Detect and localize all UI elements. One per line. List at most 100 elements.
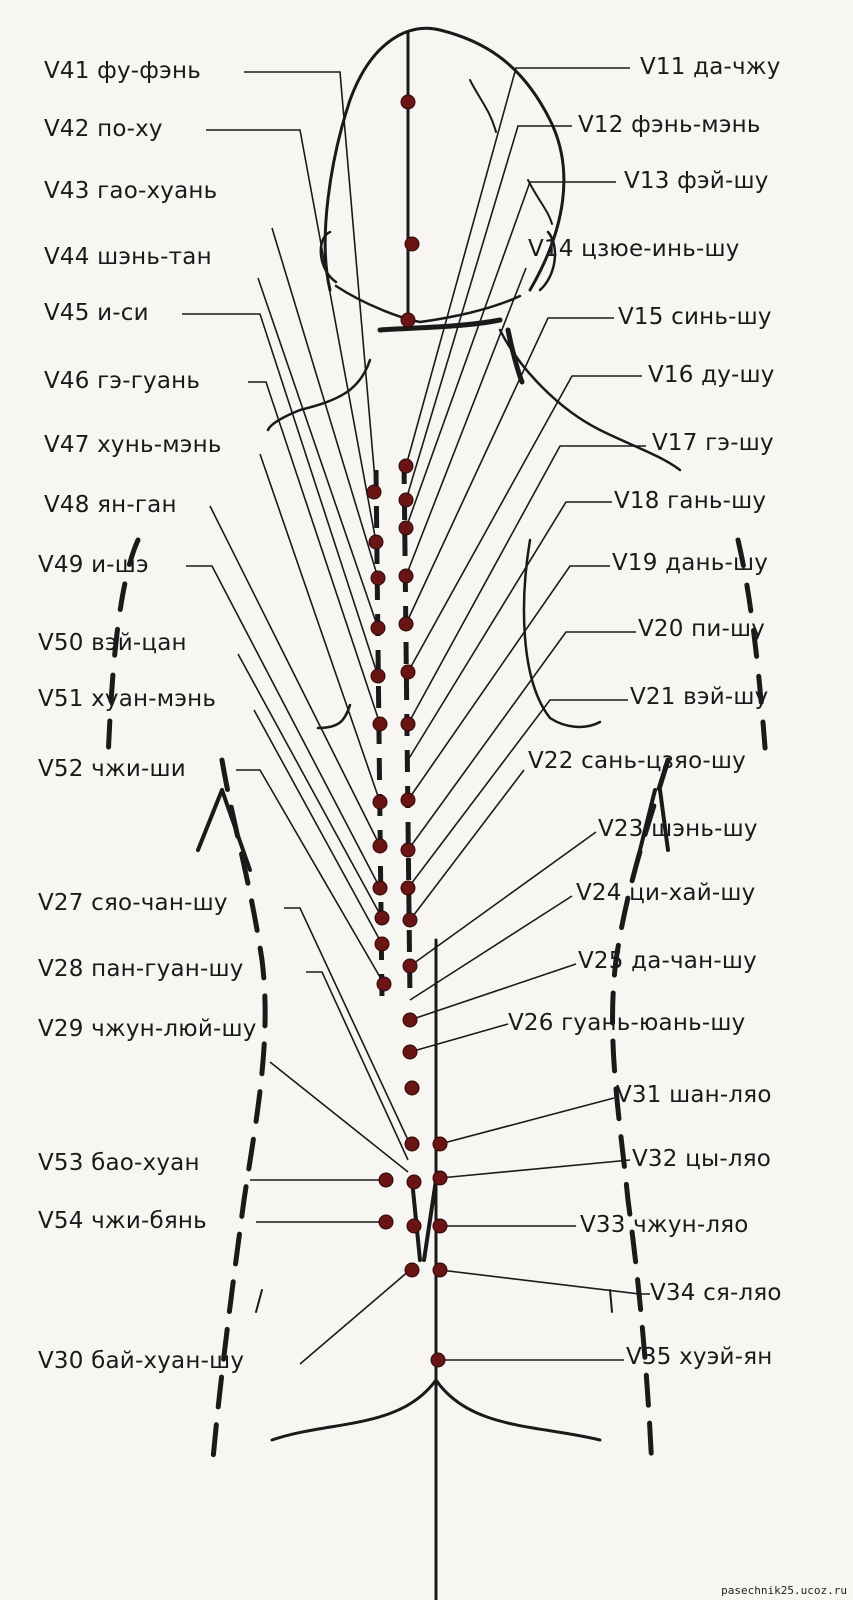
- leader-v21: [407, 699, 628, 889]
- point-label-v47: V47 хунь-мэнь: [44, 432, 222, 458]
- leader-v28: [306, 971, 409, 1161]
- right-shoulder: [498, 328, 682, 472]
- right-neck: [505, 327, 525, 385]
- point-right-11: [402, 912, 418, 928]
- left-scapula: [316, 703, 352, 730]
- point-right-10: [400, 880, 416, 896]
- left-flank-inner: [196, 788, 224, 852]
- left-flank-inner-2: [220, 788, 252, 872]
- point-right-6: [400, 664, 416, 680]
- leader-v52: [236, 769, 385, 985]
- point-sacral-8: [432, 1218, 448, 1234]
- point-label-v52: V52 чжи-ши: [38, 756, 186, 782]
- leader-v13: [405, 181, 616, 529]
- point-label-v54: V54 чжи-бянь: [38, 1208, 207, 1234]
- leader-v48: [209, 505, 381, 847]
- leader-v49: [186, 565, 381, 889]
- small-tick-left: [255, 1289, 263, 1313]
- point-left-5: [370, 668, 386, 684]
- point-label-v44: V44 шэнь-тан: [44, 244, 212, 270]
- right-arm-outline: [735, 537, 769, 763]
- point-sacral-1: [404, 1136, 420, 1152]
- point-left-6: [372, 716, 388, 732]
- point-left-12: [376, 976, 392, 992]
- point-label-v29: V29 чжун-люй-шу: [38, 1016, 257, 1042]
- left-shoulder: [266, 358, 372, 432]
- leader-v26: [409, 1023, 509, 1053]
- point-left-8: [372, 838, 388, 854]
- point-label-v49: V49 и-шэ: [38, 552, 149, 578]
- point-right-14: [402, 1044, 418, 1060]
- right-flank-inner-2: [638, 788, 657, 852]
- leader-v12: [405, 125, 572, 501]
- leader-v32: [439, 1159, 631, 1179]
- point-neck: [400, 312, 416, 328]
- point-label-v51: V51 хуан-мэнь: [38, 686, 217, 712]
- right-flank-inner: [658, 788, 670, 852]
- leader-v16: [407, 375, 642, 673]
- point-label-v43: V43 гао-хуань: [44, 178, 218, 204]
- point-left-9: [372, 880, 388, 896]
- hair-stroke: [469, 79, 497, 133]
- point-label-v23: V23 шэнь-шу: [598, 816, 758, 842]
- point-label-v46: V46 гэ-гуань: [44, 368, 201, 394]
- leader-v15: [405, 317, 614, 625]
- point-left-1: [366, 484, 382, 500]
- point-sacral-7: [406, 1218, 422, 1234]
- point-label-v26: V26 гуань-юань-шу: [508, 1010, 746, 1036]
- point-sacral-4: [406, 1174, 422, 1190]
- leader-v45: [182, 313, 379, 677]
- point-head-1: [400, 94, 416, 110]
- hair-stroke-2: [527, 179, 553, 225]
- point-left-2: [368, 534, 384, 550]
- point-label-v14: V14 цзюе-инь-шу: [528, 236, 740, 262]
- point-label-v30: V30 бай-хуан-шу: [38, 1348, 245, 1374]
- left-arm-outline: [105, 537, 141, 763]
- point-right-12: [402, 958, 418, 974]
- leader-v46: [248, 381, 381, 725]
- leader-v22: [409, 769, 525, 921]
- right-flank: [610, 757, 671, 1473]
- point-sacral-2: [432, 1136, 448, 1152]
- leader-v24: [409, 895, 573, 1001]
- sacrum-v-right: [422, 1178, 438, 1262]
- point-label-v21: V21 вэй-шу: [630, 684, 769, 710]
- point-sacral-5: [432, 1170, 448, 1186]
- point-label-v24: V24 ци-хай-шу: [576, 880, 756, 906]
- point-coccyx: [430, 1352, 446, 1368]
- point-label-v27: V27 сяо-чан-шу: [38, 890, 228, 916]
- point-right-2: [398, 492, 414, 508]
- point-label-v18: V18 гань-шу: [614, 488, 767, 514]
- point-label-v12: V12 фэнь-мэнь: [578, 112, 761, 138]
- point-label-v19: V19 дань-шу: [612, 550, 769, 576]
- leader-v42: [206, 129, 377, 543]
- point-label-v16: V16 ду-шу: [648, 362, 775, 388]
- point-left-4: [370, 620, 386, 636]
- point-right-9: [400, 842, 416, 858]
- point-label-v28: V28 пан-гуан-шу: [38, 956, 244, 982]
- point-right-15: [404, 1080, 420, 1096]
- point-left-7: [372, 794, 388, 810]
- leader-v14: [405, 267, 527, 577]
- leader-v31: [439, 1097, 615, 1145]
- leader-v20: [407, 631, 636, 851]
- point-label-v53: V53 бао-хуан: [38, 1150, 200, 1176]
- point-label-v11: V11 да-чжу: [640, 54, 781, 80]
- point-label-v48: V48 ян-ган: [44, 492, 177, 518]
- leader-v30: [299, 1269, 411, 1365]
- point-label-v50: V50 вэй-цан: [38, 630, 187, 656]
- point-left-11: [374, 936, 390, 952]
- point-label-v20: V20 пи-шу: [638, 616, 766, 642]
- point-sacral-10: [432, 1262, 448, 1278]
- right-scapula: [522, 538, 602, 729]
- leader-v29: [269, 1061, 409, 1173]
- point-right-13: [402, 1012, 418, 1028]
- leader-v50: [237, 653, 383, 919]
- leader-v41: [244, 71, 377, 493]
- point-label-v34: V34 ся-ляо: [650, 1280, 782, 1306]
- neck-collar: [377, 317, 503, 333]
- point-label-v32: V32 цы-ляо: [632, 1146, 772, 1172]
- head-lower-outline: [334, 284, 522, 324]
- leader-v43: [271, 227, 379, 579]
